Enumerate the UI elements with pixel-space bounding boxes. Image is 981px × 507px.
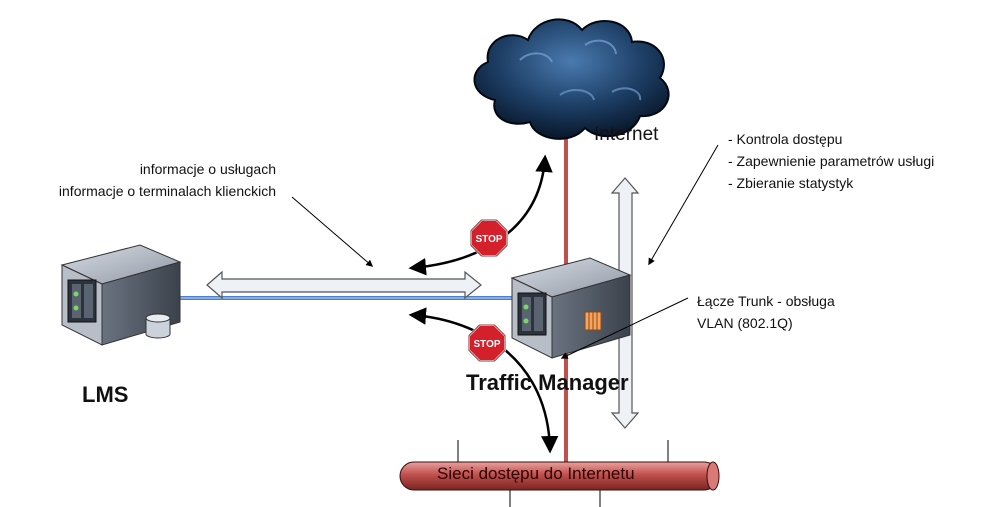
internet-label: Internet (594, 124, 659, 145)
stop-sign-text: STOP (473, 339, 500, 350)
lms-server-icon (60, 244, 182, 346)
stop-sign-icon: STOP (470, 219, 508, 257)
function-note: - Zbieranie statystyk (728, 175, 854, 191)
traffic-manager-server-icon (510, 257, 632, 359)
access-network-label: Sieci dostępu do Internetu (437, 464, 635, 483)
info-notes: informacje o usługach informacje o termi… (0, 158, 276, 202)
trunk-note: Łącze Trunk - obsługa (697, 293, 835, 309)
function-notes: - Kontrola dostępu - Zapewnienie paramet… (728, 128, 934, 194)
lms-label: LMS (82, 382, 129, 407)
access-network-pipe (399, 461, 720, 491)
stop-sign-icon: STOP (468, 324, 506, 362)
pointer-lines (291, 144, 719, 359)
double-arrow-horizontal (206, 270, 482, 300)
function-note: - Zapewnienie parametrów usługi (728, 153, 935, 169)
info-note: informacje o terminalach klienckich (58, 183, 276, 199)
cloud-icon (473, 18, 670, 140)
trunk-notes: Łącze Trunk - obsługa VLAN (802.1Q) (697, 290, 835, 334)
info-note: informacje o usługach (139, 161, 276, 177)
function-note: - Kontrola dostępu (728, 131, 843, 147)
stop-sign-text: STOP (475, 234, 502, 245)
traffic-manager-label: Traffic Manager (466, 370, 629, 395)
trunk-note: VLAN (802.1Q) (697, 315, 793, 331)
